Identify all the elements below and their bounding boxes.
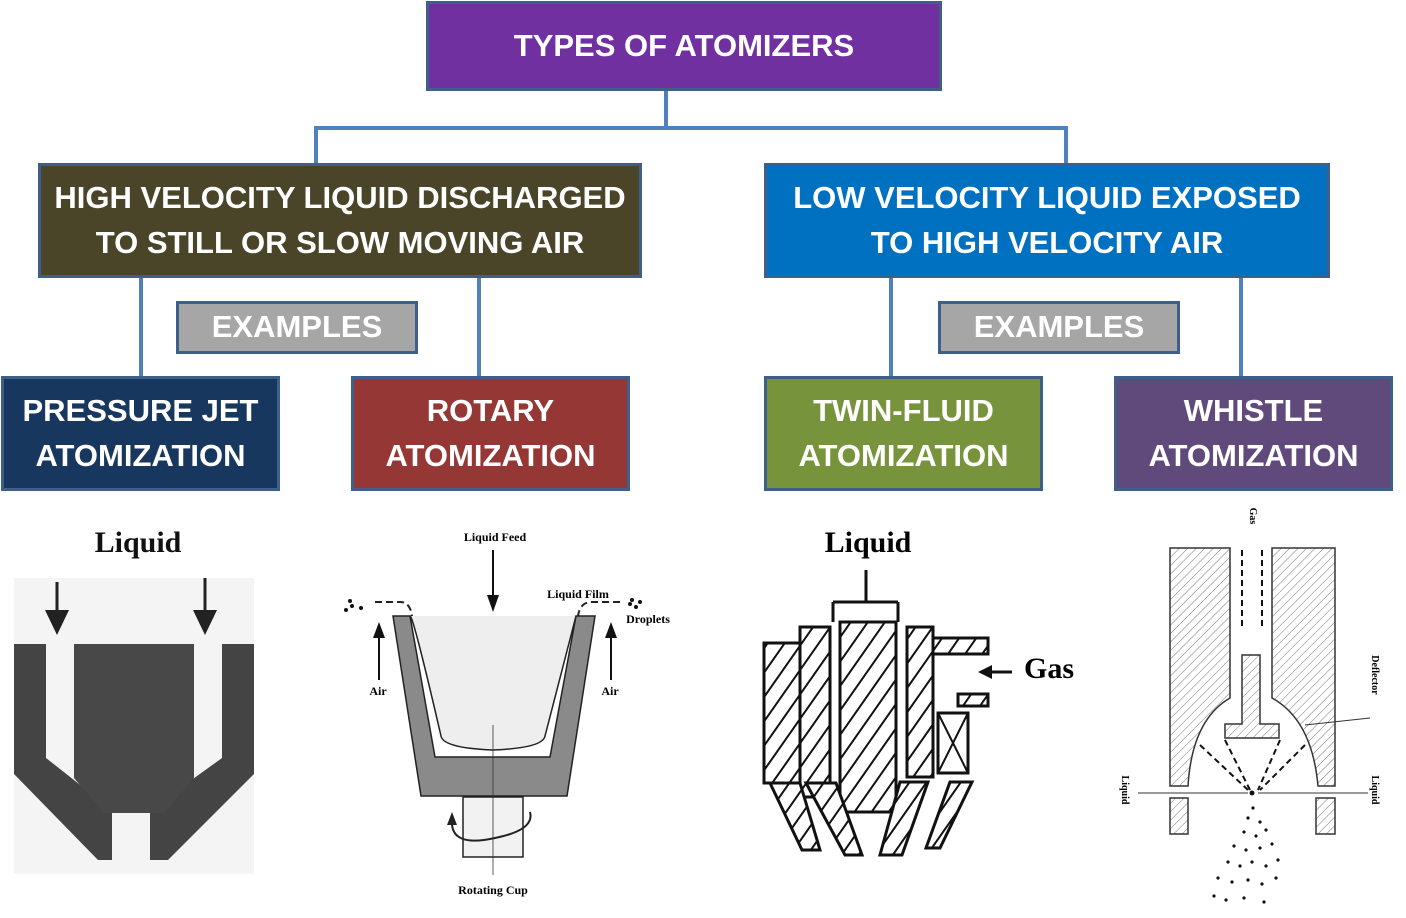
type-line1: WHISTLE [1183, 392, 1324, 428]
type-line1: PRESSURE JET [22, 392, 259, 428]
category-line1: HIGH VELOCITY LIQUID DISCHARGED [54, 179, 626, 215]
nozzle-core [74, 644, 194, 813]
rotation-arrow-icon [450, 811, 532, 842]
inner-sleeve-left [798, 625, 832, 799]
type-twin-fluid: TWIN-FLUID ATOMIZATION [764, 376, 1043, 491]
deflector-pointer [1304, 717, 1371, 726]
spray-droplets [1212, 790, 1280, 904]
type-line1: ROTARY [426, 392, 555, 428]
outer-tip-right [923, 780, 975, 850]
rotary-diagram: Liquid Feed Liquid Film Droplets Air Air… [344, 530, 670, 897]
connector-right-drop [1064, 126, 1068, 166]
liquid-arrow-icon [45, 582, 69, 635]
type-whistle: WHISTLE ATOMIZATION [1114, 376, 1393, 491]
pressure-jet-diagram: Liquid [14, 526, 254, 874]
deflector-label: Deflector [1369, 655, 1380, 695]
base-right [1315, 797, 1336, 835]
inner-tip-right [878, 780, 931, 857]
pressure-jet-liquid-label: Liquid [95, 526, 182, 559]
type-line2: ATOMIZATION [35, 437, 246, 473]
category-line1: LOW VELOCITY LIQUID EXPOSED [793, 179, 1301, 215]
liquid-film [409, 615, 577, 751]
inner-tip-left [803, 781, 865, 857]
outer-body-left [762, 641, 802, 785]
type-line2: ATOMIZATION [385, 437, 596, 473]
examples-label-left: EXAMPLES [176, 301, 418, 354]
type-pressure-jet: PRESSURE JET ATOMIZATION [1, 376, 280, 491]
liquid-arrow-icon [193, 578, 217, 635]
connector-title-down [664, 90, 668, 128]
connector-rotary [477, 276, 481, 378]
droplets-label: Droplets [626, 612, 670, 626]
rotating-cup-label: Rotating Cup [458, 883, 528, 897]
whistle-body-left [1169, 547, 1231, 787]
base-left [1169, 797, 1189, 835]
connector-whistle [1239, 276, 1243, 378]
type-rotary: ROTARY ATOMIZATION [351, 376, 630, 491]
whistle-gas-label: Gas [1247, 508, 1258, 525]
outer-tip-left [767, 781, 823, 852]
category-high-velocity: HIGH VELOCITY LIQUID DISCHARGED TO STILL… [38, 163, 642, 278]
type-line2: ATOMIZATION [798, 437, 1009, 473]
category-line2: TO HIGH VELOCITY AIR [870, 224, 1224, 260]
liquid-left-label: Liquid [1119, 776, 1130, 805]
connector-left-drop [314, 126, 318, 166]
air-right-label: Air [601, 684, 619, 698]
whistle-body-right [1271, 547, 1336, 787]
examples-text: EXAMPLES [973, 309, 1145, 345]
diagram-title: TYPES OF ATOMIZERS [513, 27, 855, 63]
connector-horizontal-top [314, 126, 1068, 130]
liquid-feed-label: Liquid Feed [464, 530, 527, 544]
liquid-feed-arrow-icon [487, 550, 499, 612]
whistle-diagram: Gas Deflector Liquid Liquid [1119, 508, 1380, 904]
twin-fluid-diagram: Liquid Gas [762, 526, 1074, 857]
twin-fluid-gas-label: Gas [1024, 652, 1074, 685]
connector-pressure-jet [139, 276, 143, 378]
twin-fluid-liquid-label: Liquid [825, 526, 912, 559]
center-needle [838, 620, 898, 814]
examples-label-right: EXAMPLES [938, 301, 1180, 354]
gas-inlet-bottom [956, 692, 990, 708]
gas-flow-lines [1199, 550, 1306, 791]
deflector [1224, 654, 1280, 739]
inner-sleeve-right [905, 625, 935, 779]
droplet-dots [344, 598, 642, 612]
air-arrow-icon [605, 622, 617, 680]
gas-arrow-icon [978, 665, 1012, 679]
air-left-label: Air [369, 684, 387, 698]
type-line1: TWIN-FLUID [813, 392, 994, 428]
category-low-velocity: LOW VELOCITY LIQUID EXPOSED TO HIGH VELO… [764, 163, 1330, 278]
nozzle-left-wall [14, 644, 112, 860]
gas-inlet-top [931, 636, 990, 656]
air-arrow-icon [373, 622, 385, 680]
connector-twin-fluid [889, 276, 893, 378]
examples-text: EXAMPLES [211, 309, 383, 345]
nozzle-right-wall [150, 644, 254, 860]
liquid-film-label: Liquid Film [547, 587, 609, 601]
category-line2: TO STILL OR SLOW MOVING AIR [95, 224, 585, 260]
liquid-right-label: Liquid [1369, 776, 1380, 805]
type-line2: ATOMIZATION [1148, 437, 1359, 473]
title-box: TYPES OF ATOMIZERS [426, 1, 942, 91]
liquid-arrow-icon [831, 570, 900, 622]
